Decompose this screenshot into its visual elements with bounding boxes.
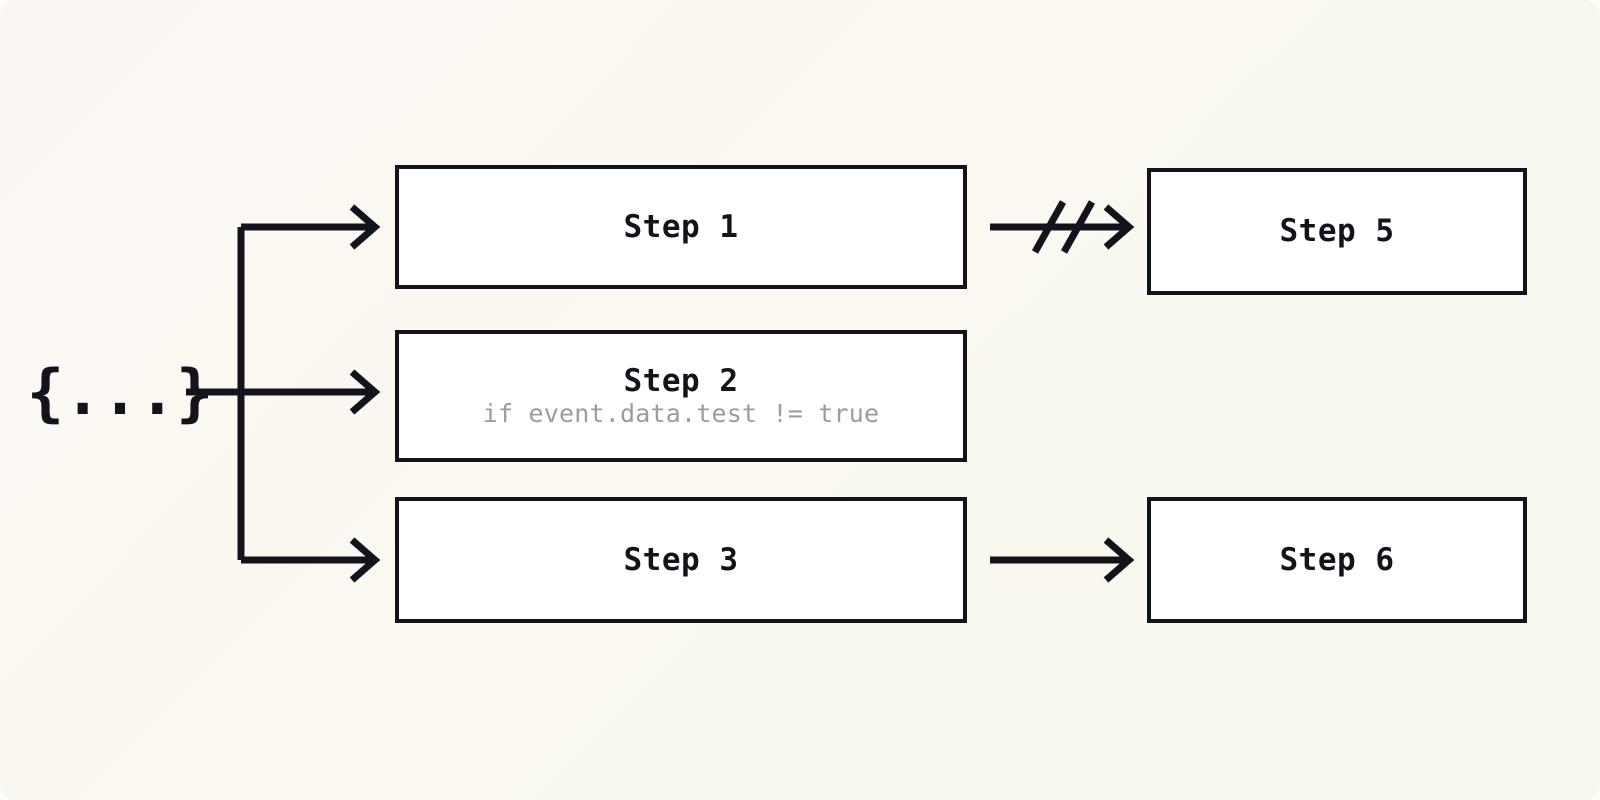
node-step-5-title: Step 5 bbox=[1279, 213, 1395, 250]
arrowhead-step-2 bbox=[349, 369, 381, 415]
node-step-2-title: Step 2 bbox=[623, 362, 739, 399]
node-step-1-title: Step 1 bbox=[623, 208, 739, 245]
arrowhead-step-6 bbox=[1103, 537, 1135, 583]
node-step-6-title: Step 6 bbox=[1279, 541, 1395, 578]
arrowhead-step-3 bbox=[349, 537, 381, 583]
skip-slash-1 bbox=[1031, 200, 1067, 254]
node-step-5[interactable]: Step 5 bbox=[1147, 168, 1527, 295]
node-step-2-condition: if event.data.test != true bbox=[482, 399, 880, 429]
arrowhead-step-1 bbox=[349, 204, 381, 250]
arrowhead-step-5 bbox=[1103, 204, 1135, 250]
skip-slash-2 bbox=[1060, 200, 1096, 254]
node-step-6[interactable]: Step 6 bbox=[1147, 497, 1527, 623]
node-step-3-title: Step 3 bbox=[623, 541, 739, 578]
node-step-1[interactable]: Step 1 bbox=[395, 165, 967, 289]
node-step-2[interactable]: Step 2 if event.data.test != true bbox=[395, 330, 967, 462]
node-step-3[interactable]: Step 3 bbox=[395, 497, 967, 623]
event-payload-glyph: {...} bbox=[26, 356, 214, 429]
